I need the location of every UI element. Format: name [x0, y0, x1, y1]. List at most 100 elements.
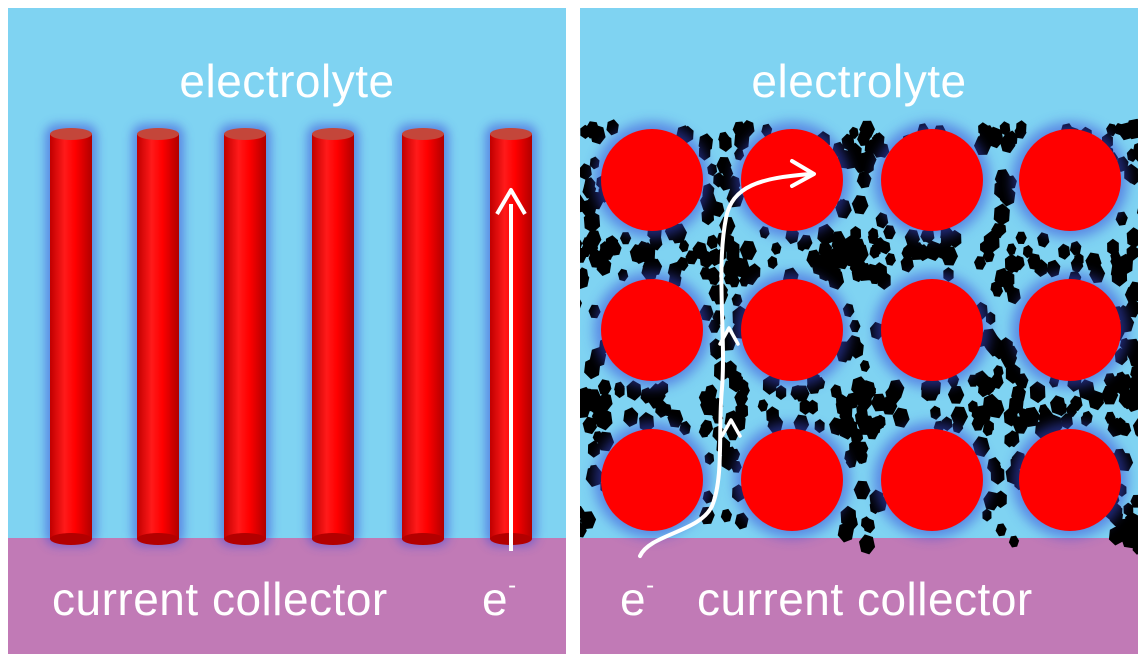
carbon-particle [647, 389, 664, 409]
carbon-particle [982, 508, 992, 522]
carbon-particle [617, 268, 629, 282]
electron-symbol: e [482, 573, 509, 625]
active-particle [734, 422, 850, 538]
carbon-particle [707, 163, 718, 177]
carbon-particle [734, 390, 748, 406]
carbon-particle [856, 403, 868, 418]
carbon-particle [993, 365, 1004, 378]
carbon-particle [1038, 404, 1049, 417]
electron-symbol: e [620, 573, 647, 625]
carbon-particle [588, 249, 602, 265]
carbon-particle [846, 335, 862, 354]
carbon-particle [845, 253, 857, 267]
carbon-particle [1126, 244, 1138, 261]
active-particle [1012, 122, 1128, 238]
carbon-particle [841, 133, 855, 151]
carbon-particle [582, 182, 597, 199]
nanowire [45, 124, 97, 546]
carbon-particle [739, 240, 757, 260]
carbon-particle [1016, 120, 1027, 135]
carbon-particle [871, 393, 887, 412]
carbon-particle [947, 385, 965, 404]
current-collector [580, 538, 1138, 654]
active-particle [874, 122, 990, 238]
carbon-particle [1115, 211, 1128, 226]
carbon-particle [1046, 259, 1061, 278]
carbon-particle [861, 151, 877, 169]
carbon-particle [847, 420, 858, 433]
active-particle [734, 122, 850, 238]
electrolyte-label: electrolyte [751, 55, 967, 107]
carbon-particle [771, 242, 782, 255]
carbon-particle [995, 523, 1007, 537]
carbon-particle [856, 441, 869, 456]
carbon-particle [1029, 381, 1046, 404]
active-particle [594, 272, 710, 388]
carbon-particle [1008, 394, 1024, 415]
carbon-particle [799, 398, 811, 415]
current-collector-label: current collector [697, 573, 1033, 625]
carbon-particle [859, 534, 876, 555]
nanowire [307, 124, 359, 546]
carbon-particle [1004, 432, 1016, 448]
carbon-particle [719, 134, 732, 152]
active-particle [874, 272, 990, 388]
carbon-particle [1130, 532, 1138, 547]
carbon-particle [1050, 395, 1066, 416]
carbon-particle [667, 409, 684, 428]
carbon-particle [728, 274, 740, 288]
carbon-particle [1069, 241, 1082, 256]
carbon-particle [597, 379, 612, 396]
carbon-particle [1106, 123, 1117, 137]
carbon-particle [1132, 418, 1138, 436]
carbon-particle [739, 275, 750, 287]
carbon-particle [982, 423, 994, 437]
carbon-particle [700, 395, 718, 416]
carbon-particle [723, 360, 737, 379]
carbon-particle [999, 186, 1016, 207]
carbon-particle [600, 241, 610, 255]
carbon-particle [864, 139, 877, 156]
carbon-particle [1132, 517, 1138, 536]
carbon-particle [587, 440, 601, 458]
carbon-particle [706, 234, 719, 250]
carbon-particle [1126, 227, 1138, 249]
carbon-particle [996, 222, 1007, 236]
carbon-particle [877, 271, 891, 290]
carbon-particle [731, 293, 743, 307]
carbon-particle [950, 406, 968, 426]
electron-label: e- [482, 573, 517, 625]
carbon-particle [1127, 377, 1138, 392]
carbon-particle [698, 133, 713, 153]
carbon-particle [851, 195, 869, 215]
carbon-particle [580, 245, 591, 257]
carbon-particle [1122, 396, 1132, 410]
particle-electrode-panel: electrolyte e- current collector [580, 8, 1138, 654]
carbon-particle [775, 385, 787, 400]
carbon-particle [582, 416, 597, 435]
nanowire-electrode-diagram [8, 8, 566, 654]
carbon-particle [708, 271, 721, 286]
carbon-particle [853, 480, 871, 500]
carbon-particle [856, 171, 872, 189]
carbon-particle [829, 417, 844, 436]
electron-charge: - [508, 572, 517, 599]
carbon-particle [830, 384, 842, 399]
carbon-particle [811, 256, 828, 276]
carbon-particle [580, 267, 589, 281]
carbon-particle [991, 461, 1001, 475]
carbon-particle [837, 521, 854, 543]
active-particle [874, 422, 990, 538]
carbon-particle [859, 360, 870, 372]
carbon-particle [1118, 122, 1134, 141]
carbon-particle [580, 194, 586, 213]
carbon-particle [867, 231, 879, 245]
carbon-particle [885, 252, 896, 266]
carbon-particle [875, 212, 889, 229]
carbon-particle [623, 407, 639, 427]
carbon-particle [843, 395, 856, 410]
carbon-particle [1082, 410, 1093, 425]
carbon-particle [1027, 253, 1042, 271]
particle-group [594, 122, 1128, 538]
carbon-particle [794, 385, 810, 402]
